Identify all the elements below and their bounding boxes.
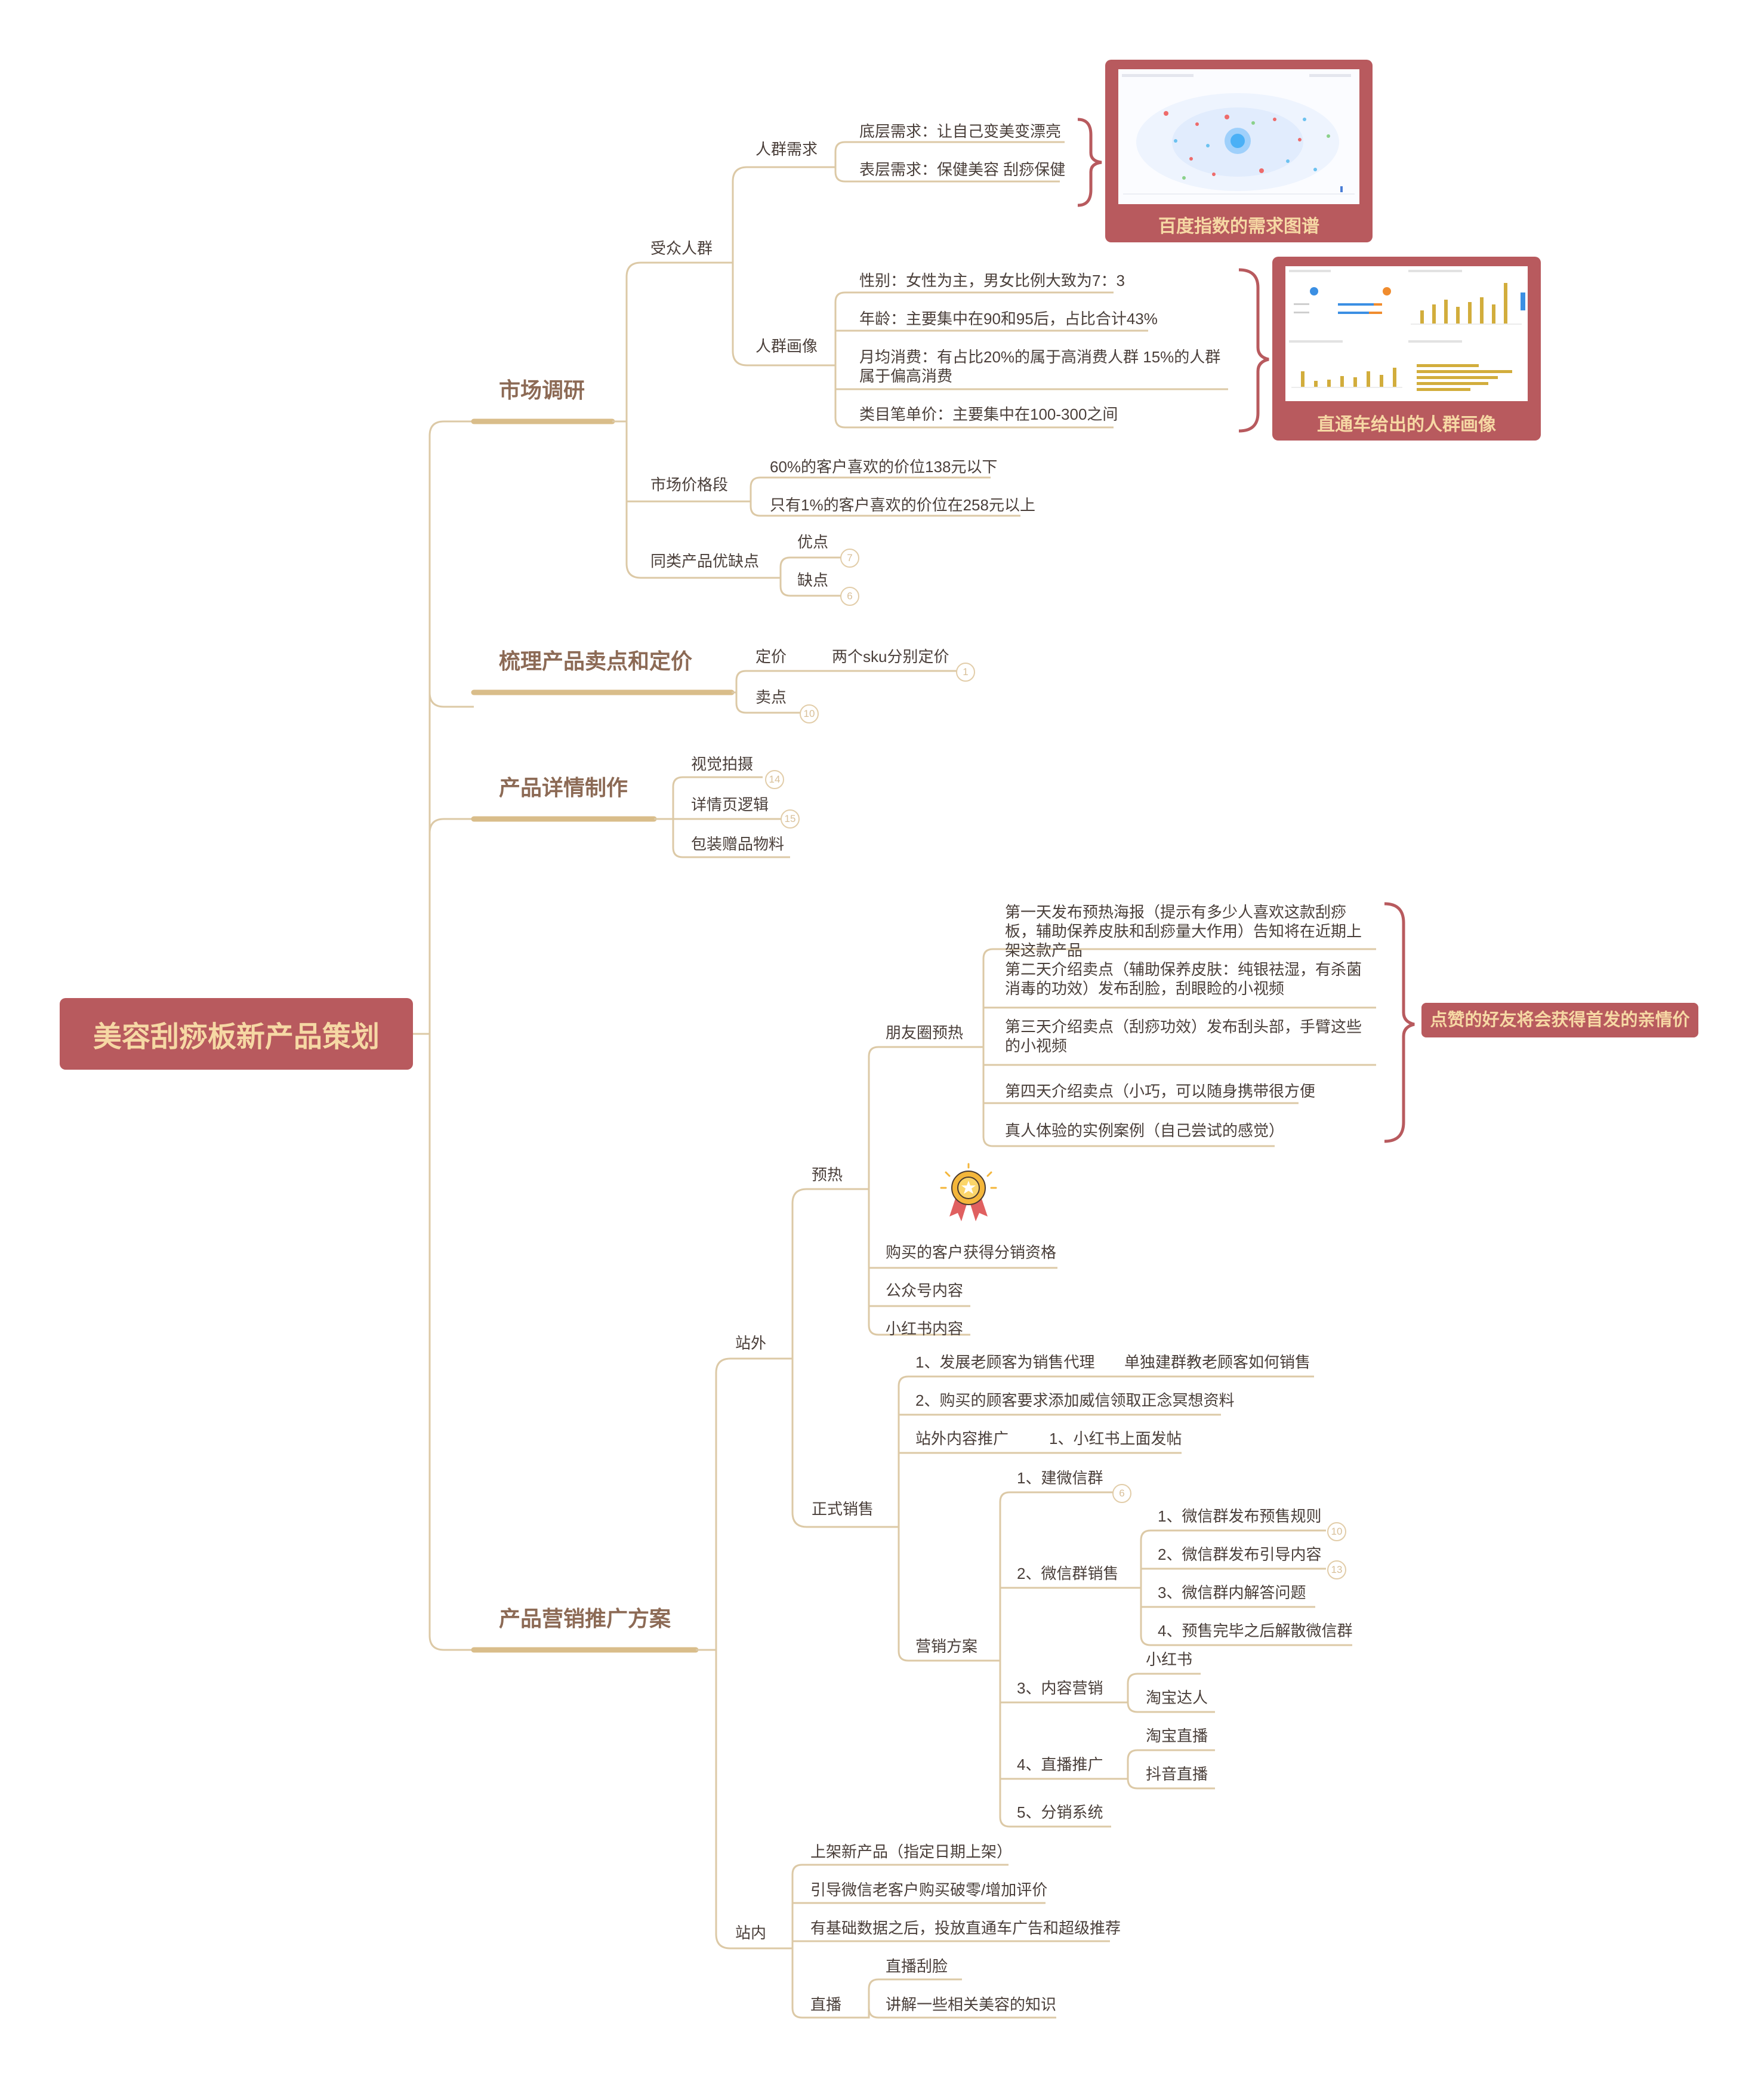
node-moments-warmup[interactable]: 朋友圈预热 — [886, 1024, 964, 1042]
node-formal-wechat[interactable]: 2、购买的顾客要求添加威信领取正念冥想资料 — [915, 1391, 1235, 1409]
node-need-bottom[interactable]: 底层需求：让自己变美变漂亮 — [859, 122, 1062, 140]
node-moments-day2[interactable]: 第二天介绍卖点（辅助保养皮肤：纯银祛湿，有杀菌消毒的功效）发布刮脸，刮眼睑的小视… — [1005, 960, 1362, 997]
node-onsite-launch[interactable]: 上架新产品（指定日期上架） — [810, 1843, 1013, 1861]
node-pricing[interactable]: 定价 — [755, 648, 787, 666]
node-moments-day4[interactable]: 第四天介绍卖点（小巧，可以随身携带很方便 — [1005, 1082, 1316, 1100]
node-portrait[interactable]: 人群画像 — [755, 337, 818, 355]
node-wechat-guide[interactable]: 2、微信群发布引导内容 — [1158, 1545, 1322, 1563]
node-portrait-spend[interactable]: 月均消费：有占比20%的属于高消费人群 15%的人群属于偏高消费 — [859, 348, 1221, 385]
brace-needs — [1077, 118, 1102, 207]
badge-wechat-guide-count[interactable]: 13 — [1327, 1560, 1346, 1579]
badge-detail-count[interactable]: 15 — [781, 809, 800, 829]
node-wechat-dissolve[interactable]: 4、预售完毕之后解散微信群 — [1158, 1622, 1353, 1640]
baidu-graph-illustration — [1118, 69, 1359, 204]
node-live-knowledge[interactable]: 讲解一些相关美容的知识 — [886, 1996, 1057, 2013]
node-live-douyin[interactable]: 抖音直播 — [1146, 1765, 1208, 1783]
node-offsite[interactable]: 站外 — [735, 1334, 767, 1352]
node-onsite-ads[interactable]: 有基础数据之后，投放直通车广告和超级推荐 — [810, 1919, 1121, 1937]
node-selling[interactable]: 卖点 — [755, 688, 787, 706]
node-plan-content[interactable]: 3、内容营销 — [1017, 1679, 1103, 1697]
connector-lines — [413, 141, 1376, 2019]
node-moments-day1[interactable]: 第一天发布预热海报（提示有多少人喜欢这款刮痧板，辅助保养皮肤和刮痧量大作用）告知… — [1005, 903, 1362, 959]
medal-icon — [940, 1163, 997, 1221]
baidu-graph-screenshot — [1118, 69, 1359, 204]
node-plan-group[interactable]: 1、建微信群 — [1017, 1469, 1103, 1487]
node-price-range[interactable]: 市场价格段 — [650, 476, 729, 494]
badge-pros-count[interactable]: 7 — [840, 549, 859, 568]
node-live-taobao[interactable]: 淘宝直播 — [1146, 1727, 1208, 1745]
node-marketing-plan[interactable]: 产品营销推广方案 — [499, 1606, 671, 1631]
node-onsite-live[interactable]: 直播 — [810, 1996, 842, 2013]
node-wechat-qa[interactable]: 3、微信群内解答问题 — [1158, 1584, 1306, 1602]
node-packaging[interactable]: 包装赠品物料 — [691, 835, 785, 853]
root-node[interactable]: 美容刮痧板新产品策划 — [60, 998, 413, 1070]
image-ztc-portrait[interactable]: 直通车给出的人群画像 — [1272, 257, 1541, 441]
node-formal-agent[interactable]: 1、发展老顾客为销售代理 — [915, 1353, 1095, 1371]
node-pros-cons[interactable]: 同类产品优缺点 — [650, 552, 760, 570]
brace-moments — [1384, 902, 1415, 1143]
node-moments-day3[interactable]: 第三天介绍卖点（刮痧功效）发布刮头部，手臂这些的小视频 — [1005, 1018, 1362, 1055]
node-xiaohongshu-content[interactable]: 小红书内容 — [886, 1320, 964, 1338]
node-price-range-1[interactable]: 60%的客户喜欢的价位138元以下 — [770, 458, 998, 476]
node-offsite-promo-post[interactable]: 1、小红书上面发帖 — [1049, 1430, 1182, 1448]
node-formal-agent-group[interactable]: 单独建群教老顾客如何销售 — [1124, 1353, 1311, 1371]
badge-wechat-rule-count[interactable]: 10 — [1327, 1522, 1346, 1541]
node-product-detail[interactable]: 产品详情制作 — [499, 775, 628, 800]
badge-selling-count[interactable]: 10 — [800, 704, 819, 723]
brace-portrait — [1238, 268, 1269, 433]
node-formal-sales[interactable]: 正式销售 — [812, 1500, 874, 1518]
node-plan-live[interactable]: 4、直播推广 — [1017, 1756, 1103, 1773]
node-offsite-promo[interactable]: 站外内容推广 — [915, 1430, 1009, 1448]
ztc-portrait-screenshot — [1285, 266, 1528, 401]
node-warmup[interactable]: 预热 — [812, 1166, 843, 1184]
node-official-account[interactable]: 公众号内容 — [886, 1282, 964, 1299]
node-live-scrape[interactable]: 直播刮脸 — [886, 1957, 948, 1975]
node-audience[interactable]: 受众人群 — [650, 239, 713, 257]
node-two-sku[interactable]: 两个sku分别定价 — [832, 648, 949, 666]
badge-visual-count[interactable]: 14 — [765, 770, 784, 789]
node-need-surface[interactable]: 表层需求：保健美容 刮痧保健 — [859, 161, 1066, 178]
callout-like-discount[interactable]: 点赞的好友将会获得首发的亲情价 — [1421, 1003, 1698, 1037]
badge-plan-group-count[interactable]: 6 — [1112, 1484, 1131, 1503]
node-plan[interactable]: 营销方案 — [915, 1637, 978, 1655]
node-portrait-price[interactable]: 类目笔单价：主要集中在100-300之间 — [859, 405, 1118, 423]
node-plan-wechat-sales[interactable]: 2、微信群销售 — [1017, 1565, 1119, 1582]
node-moments-real[interactable]: 真人体验的实例案例（自己尝试的感觉） — [1005, 1122, 1285, 1140]
node-distribution-qualify[interactable]: 购买的客户获得分销资格 — [886, 1243, 1057, 1261]
node-portrait-gender[interactable]: 性别：女性为主，男女比例大致为7：3 — [859, 272, 1125, 290]
caption-baidu-graph: 百度指数的需求图谱 — [1158, 217, 1319, 236]
node-content-xhs[interactable]: 小红书 — [1146, 1650, 1193, 1668]
badge-pricing-count[interactable]: 1 — [956, 663, 975, 682]
image-baidu-graph[interactable]: 百度指数的需求图谱 — [1105, 60, 1373, 242]
node-price-range-2[interactable]: 只有1%的客户喜欢的价位在258元以上 — [770, 496, 1035, 514]
node-onsite-reviews[interactable]: 引导微信老客户购买破零/增加评价 — [810, 1881, 1048, 1899]
node-wechat-rule[interactable]: 1、微信群发布预售规则 — [1158, 1507, 1322, 1525]
badge-cons-count[interactable]: 6 — [840, 587, 859, 606]
ztc-portrait-illustration — [1285, 266, 1528, 401]
node-market-research[interactable]: 市场调研 — [499, 378, 585, 402]
node-plan-distribution[interactable]: 5、分销系统 — [1017, 1803, 1103, 1821]
node-portrait-age[interactable]: 年龄：主要集中在90和95后，占比合计43% — [859, 310, 1158, 328]
node-needs[interactable]: 人群需求 — [755, 140, 818, 158]
node-content-taobao-kol[interactable]: 淘宝达人 — [1146, 1689, 1208, 1707]
node-detail-logic[interactable]: 详情页逻辑 — [691, 796, 769, 814]
node-visual-shoot[interactable]: 视觉拍摄 — [691, 755, 754, 773]
node-pros[interactable]: 优点 — [797, 533, 829, 551]
node-onsite[interactable]: 站内 — [735, 1924, 767, 1942]
node-cons[interactable]: 缺点 — [797, 571, 829, 589]
node-selling-pricing[interactable]: 梳理产品卖点和定价 — [499, 649, 693, 673]
caption-ztc-portrait: 直通车给出的人群画像 — [1317, 415, 1496, 435]
